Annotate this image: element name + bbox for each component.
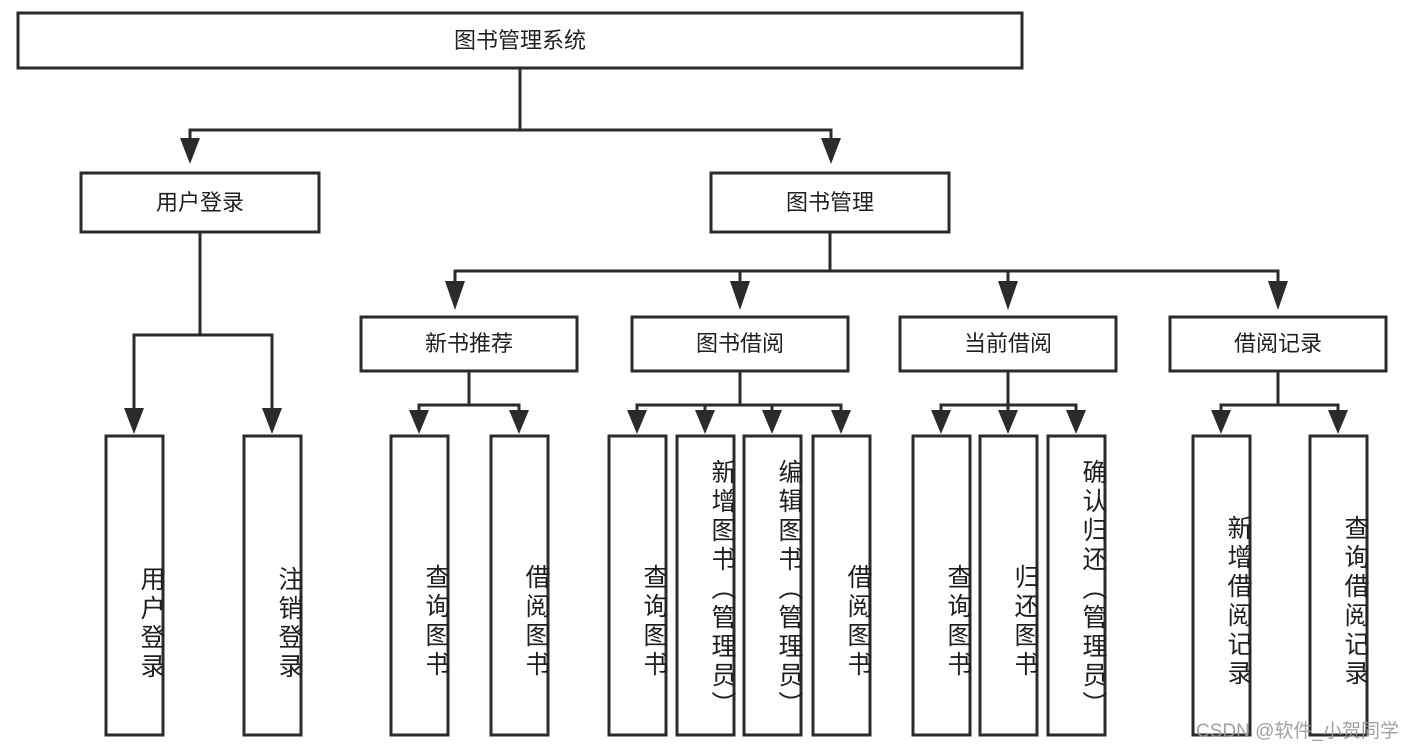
arrowhead-leaf-br-2 <box>1328 410 1348 434</box>
arrowhead-to-user-login <box>180 138 200 164</box>
leaf-box-br-add-record[interactable] <box>1191 434 1252 737</box>
arrowhead-leaf-cb-3 <box>1066 410 1086 434</box>
node-root[interactable]: 图书管理系统 <box>16 11 1024 70</box>
node-book-management-box[interactable] <box>709 171 951 234</box>
node-root-box[interactable] <box>16 11 1024 70</box>
arrowhead-leaf-bb-2 <box>695 410 715 434</box>
leaf-box-user-login[interactable] <box>104 434 165 737</box>
arrowhead-to-borrow-record <box>1268 281 1288 310</box>
node-book-borrow-label: 图书借阅 <box>696 331 784 356</box>
arrowhead-to-current-borrow <box>998 281 1018 310</box>
arrowhead-leaf-bb-4 <box>831 410 851 434</box>
leaf-box-cb-query-book[interactable] <box>911 434 972 737</box>
leaf-box-nbr-query-book[interactable] <box>389 434 450 737</box>
node-new-book-recommend-box[interactable] <box>359 315 579 373</box>
arrowhead-leaf-cb-1 <box>931 410 951 434</box>
arrowhead-leaf-nbr-1 <box>409 410 429 434</box>
arrowhead-to-book-borrow <box>730 281 750 310</box>
node-current-borrow-box[interactable] <box>898 315 1118 373</box>
arrowhead-leaf-logout <box>262 408 282 434</box>
node-user-login[interactable]: 用户登录 <box>79 171 321 234</box>
leaf-box-bb-add-book[interactable] <box>675 434 736 737</box>
node-new-book-recommend[interactable]: 新书推荐 <box>359 315 579 373</box>
leaf-box-cb-return-book[interactable] <box>978 434 1039 737</box>
node-book-borrow-box[interactable] <box>630 315 850 373</box>
arrowhead-to-new-book-rec <box>445 281 465 310</box>
leaf-box-br-query-record[interactable] <box>1308 434 1369 737</box>
leaf-box-bb-query-book[interactable] <box>607 434 668 737</box>
node-borrow-record[interactable]: 借阅记录 <box>1168 315 1388 373</box>
arrowhead-leaf-br-1 <box>1211 410 1231 434</box>
arrowhead-to-book-mgmt <box>821 138 841 164</box>
leaf-box-logout[interactable] <box>242 434 303 737</box>
arrowhead-leaf-user-login <box>124 408 144 434</box>
node-book-borrow[interactable]: 图书借阅 <box>630 315 850 373</box>
csdn-watermark: CSDN @软件_小贺同学 <box>1196 721 1399 742</box>
node-current-borrow[interactable]: 当前借阅 <box>898 315 1118 373</box>
node-user-login-label: 用户登录 <box>156 190 244 215</box>
leaf-box-cb-confirm-return[interactable] <box>1046 434 1107 737</box>
arrowhead-leaf-bb-3 <box>762 410 782 434</box>
node-new-book-recommend-label: 新书推荐 <box>425 331 513 356</box>
arrowhead-leaf-cb-2 <box>998 410 1018 434</box>
leaf-box-bb-edit-book[interactable] <box>742 434 803 737</box>
leaf-box-bb-borrow-book[interactable] <box>811 434 872 737</box>
node-root-label: 图书管理系统 <box>454 28 586 53</box>
node-book-management[interactable]: 图书管理 <box>709 171 951 234</box>
node-book-management-label: 图书管理 <box>786 190 874 215</box>
node-borrow-record-box[interactable] <box>1168 315 1388 373</box>
node-borrow-record-label: 借阅记录 <box>1234 331 1322 356</box>
arrowhead-leaf-bb-1 <box>627 410 647 434</box>
node-current-borrow-label: 当前借阅 <box>964 331 1052 356</box>
arrowhead-leaf-nbr-2 <box>509 410 529 434</box>
leaf-box-nbr-borrow-book[interactable] <box>489 434 550 737</box>
